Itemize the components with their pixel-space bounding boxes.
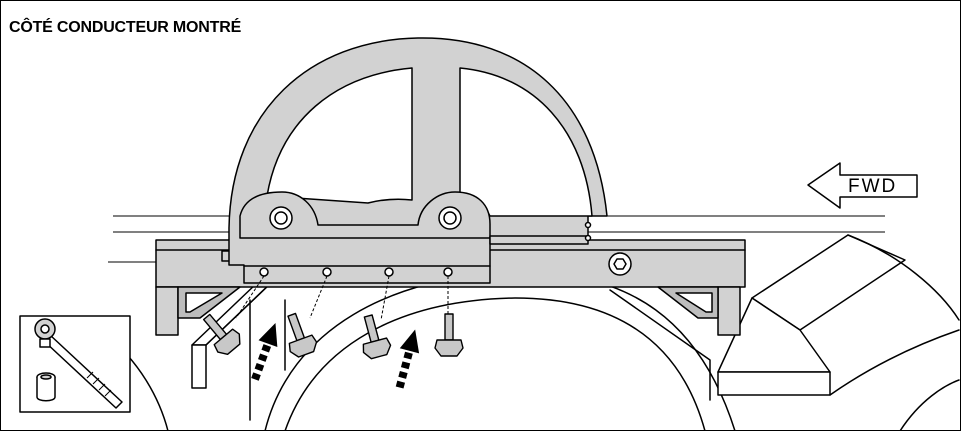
- socket-icon: [36, 372, 56, 402]
- bolt-4: [434, 313, 464, 357]
- ratchet-wrench-icon: [34, 318, 123, 409]
- diagram-title: CÔTÉ CONDUCTEUR MONTRÉ: [9, 19, 242, 36]
- dashed-arrow-left: [251, 322, 278, 381]
- fwd-arrow-icon: [807, 162, 918, 209]
- tool-inset: [19, 315, 131, 413]
- dashed-arrow-right: [395, 329, 420, 389]
- bolt-guide-lines: [235, 275, 449, 321]
- bolt-2: [287, 312, 318, 358]
- bolt-3: [362, 314, 392, 360]
- protractor-tool: [228, 37, 632, 284]
- fwd-label: FWD: [848, 176, 898, 197]
- right-block: [609, 234, 960, 431]
- bolt-1: [202, 313, 241, 356]
